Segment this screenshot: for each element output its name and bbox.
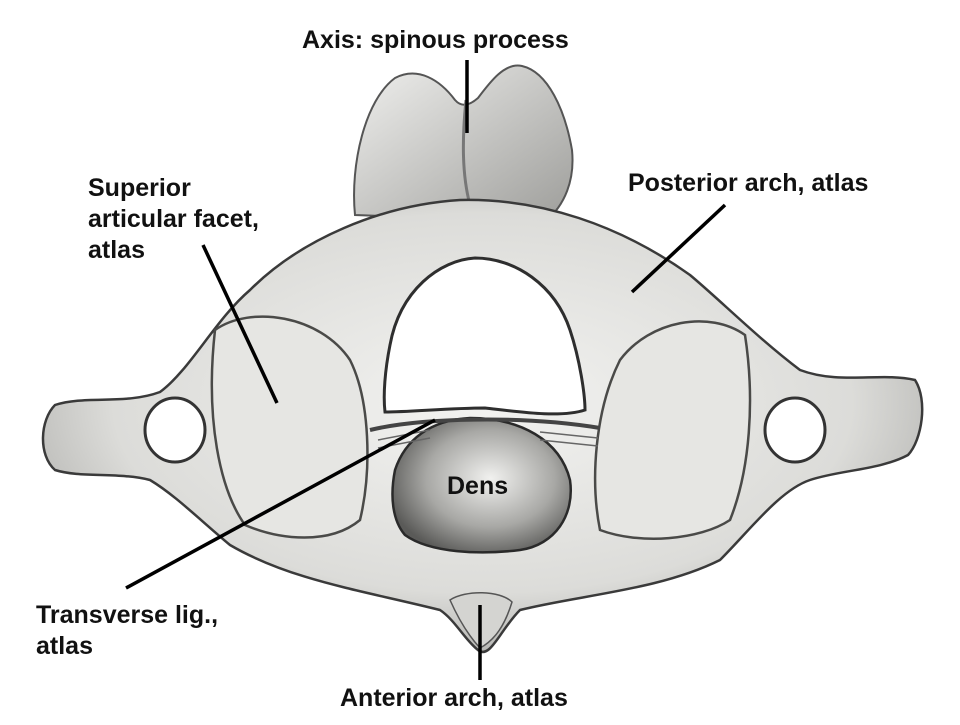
label-transverse-ligament: Transverse lig., atlas — [36, 600, 218, 662]
label-superior-articular-facet: Superior articular facet, atlas — [88, 173, 259, 266]
vertebral-foramen — [382, 256, 587, 416]
label-transverse-line-2: atlas — [36, 632, 93, 660]
leader-transverse-lig — [125, 418, 436, 590]
left-transverse-foramen — [143, 396, 207, 464]
label-posterior-arch: Posterior arch, atlas — [628, 169, 869, 197]
leader-superior-facet — [201, 244, 279, 404]
label-anterior-arch: Anterior arch, atlas — [340, 684, 568, 712]
leader-lines — [125, 60, 727, 680]
spinous-process-groove — [461, 99, 472, 206]
label-transverse-line-1: Transverse lig., — [36, 601, 219, 629]
transverse-ligament — [369, 417, 601, 432]
left-superior-articular-facet — [210, 315, 369, 539]
right-superior-articular-facet — [593, 320, 752, 540]
label-superior-line-2: articular facet, — [88, 205, 259, 233]
label-superior-line-3: atlas — [88, 236, 145, 264]
right-transverse-foramen — [763, 396, 827, 464]
label-dens: Dens — [447, 472, 509, 500]
leader-posterior-arch — [630, 203, 727, 294]
label-superior-line-1: Superior — [88, 174, 191, 202]
label-axis-spinous-process: Axis: spinous process — [302, 26, 569, 54]
